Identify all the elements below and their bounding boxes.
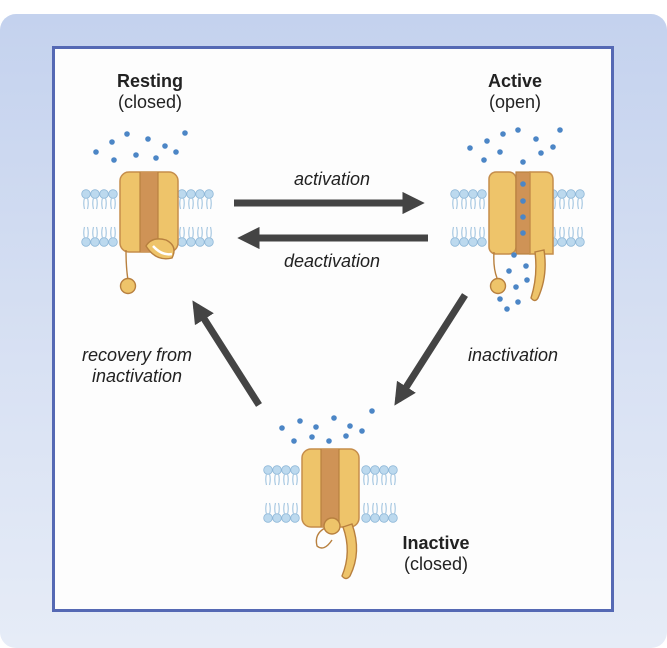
resting-title: Resting	[116, 71, 183, 91]
inactive-title: Inactive	[402, 533, 470, 553]
inactivation-arrow	[394, 293, 468, 406]
recovery-arrow	[192, 300, 262, 407]
inactive-label: Inactive (closed)	[376, 533, 496, 575]
inactive-channel	[264, 408, 398, 580]
active-channel	[451, 127, 585, 312]
resting-ions	[93, 130, 188, 163]
deactivation-label: deactivation	[283, 251, 381, 271]
activation-label: activation	[293, 169, 371, 189]
recovery-label-line2: inactivation	[91, 366, 183, 386]
resting-label: Resting (closed)	[95, 71, 205, 113]
inactivation-label: inactivation	[467, 345, 559, 365]
resting-channel	[82, 130, 214, 295]
active-subtitle: (open)	[488, 92, 542, 112]
inactive-ions	[279, 408, 375, 444]
recovery-label: recovery from inactivation	[62, 345, 212, 387]
active-ions	[467, 127, 563, 312]
resting-subtitle: (closed)	[117, 92, 183, 112]
inactivation-ball	[119, 277, 137, 295]
inactive-subtitle: (closed)	[403, 554, 469, 574]
recovery-label-line1: recovery from	[81, 345, 193, 365]
active-title: Active	[487, 71, 543, 91]
active-label: Active (open)	[460, 71, 570, 113]
